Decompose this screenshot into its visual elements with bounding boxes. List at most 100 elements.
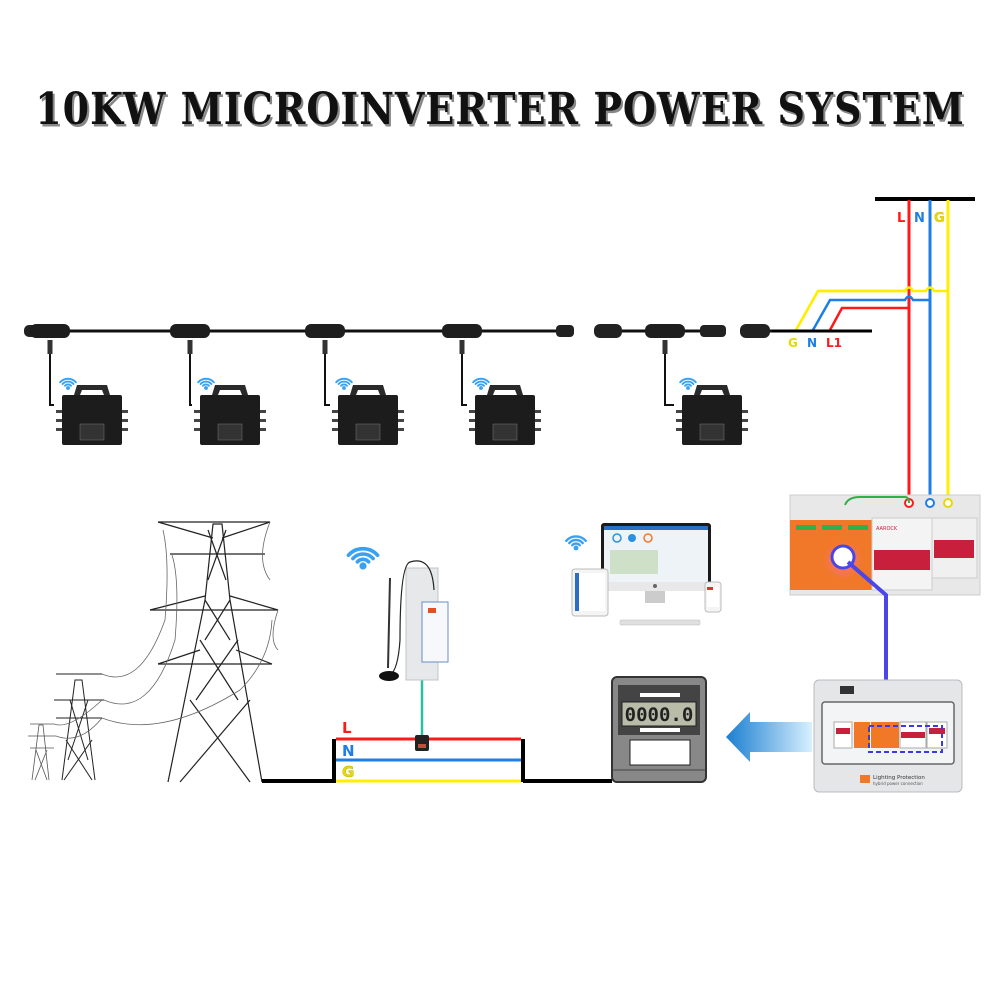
branch-t-connector-icon: [305, 324, 345, 338]
keyboard: [619, 619, 701, 626]
dc-input-port-icon: [194, 428, 200, 431]
dc-input-port-icon: [332, 419, 338, 422]
desktop-gauge-icon: [643, 533, 653, 543]
branch-breaker-toggle[interactable]: [934, 540, 974, 558]
small-pylon-icon: [28, 723, 56, 781]
dc-input-port-icon: [676, 410, 682, 413]
bus-label-L: L: [342, 719, 352, 737]
drop-connector-icon: [459, 340, 465, 354]
antenna-rod: [387, 577, 391, 669]
dc-input-port-icon: [194, 419, 200, 422]
dc-input-port-icon: [398, 419, 404, 422]
db-breaker-1: [833, 721, 853, 749]
db-label-line2: hybrid power connection: [873, 781, 923, 786]
desktop-app-header: [604, 526, 708, 530]
dc-input-port-icon: [469, 419, 475, 422]
db-breaker-2-toggle: [929, 728, 945, 734]
power-lines: [53, 521, 279, 739]
tablet-screen: [575, 573, 605, 611]
dc-input-port-icon: [469, 428, 475, 431]
meter-led-row: [640, 693, 680, 697]
trunk-connector-icon: [740, 324, 770, 338]
microinverter-1[interactable]: [30, 324, 128, 445]
microinverter-body: [338, 395, 398, 445]
drop-connector-icon: [662, 340, 668, 354]
microinverter-body: [475, 395, 535, 445]
microinverter-4[interactable]: [442, 324, 541, 445]
wifi-icon: [679, 377, 697, 390]
dc-input-port-icon: [398, 410, 404, 413]
dc-input-port-icon: [535, 410, 541, 413]
dc-input-port-icon: [469, 410, 475, 413]
microinverter-nameplate: [355, 423, 381, 441]
microinverter-body: [682, 395, 742, 445]
microinverter-nameplate: [699, 423, 725, 441]
desktop-gauge-icon: [612, 533, 622, 543]
barcode-icon: [840, 686, 854, 694]
branch-t-connector-icon: [645, 324, 685, 338]
trunk-connector-icon: [556, 325, 574, 337]
trunk-connector-icon: [700, 325, 726, 337]
wifi-icon: [335, 377, 353, 390]
branch-wire-L1: [828, 306, 909, 331]
terminal-N-icon: [925, 498, 935, 508]
dc-input-port-icon: [122, 410, 128, 413]
drop-cable: [324, 354, 330, 406]
db-breaker-1-toggle: [836, 728, 850, 734]
dc-input-port-icon: [260, 428, 266, 431]
tablet-sidebar: [575, 573, 579, 611]
microinverter-nameplate: [217, 423, 243, 441]
branch-G: [794, 289, 907, 331]
distribution-box: Lighting Protection hybrid power connect…: [813, 679, 963, 793]
drop-cable: [49, 354, 54, 406]
grid-label-N: N: [914, 211, 925, 226]
drop-connector-icon: [322, 340, 328, 354]
grid-label-G: G: [934, 211, 945, 226]
db-main-breaker-toggle: [901, 732, 925, 738]
branch-t-connector-icon: [170, 324, 210, 338]
drop-cable: [189, 354, 192, 406]
spd-indicator-icon: [848, 525, 868, 530]
grid-bus: L N G G N L1: [770, 197, 975, 500]
dc-input-port-icon: [56, 428, 62, 431]
microinverter-3[interactable]: [305, 324, 404, 445]
grid-feed-line: [262, 739, 336, 783]
dc-input-port-icon: [535, 428, 541, 431]
spd-indicator-icon: [796, 525, 816, 530]
apple-logo-icon: [653, 584, 657, 588]
breaker-panel: AAROCK: [789, 494, 981, 596]
dc-input-port-icon: [676, 419, 682, 422]
medium-pylon-icon: [54, 673, 104, 781]
microinverter-5[interactable]: [645, 324, 748, 445]
microinverter-handle: [74, 385, 110, 395]
db-spd-1: [854, 722, 870, 748]
transmission-towers: [28, 521, 334, 783]
bus-label-N: N: [342, 742, 355, 760]
branch-t-connector-icon: [442, 324, 482, 338]
spd-indicator-icon: [822, 525, 842, 530]
dc-input-port-icon: [122, 419, 128, 422]
site-bus: L N G: [262, 680, 612, 783]
meter-led-row: [640, 728, 680, 732]
db-label-line1: Lighting Protection: [873, 775, 925, 781]
antenna-base-icon: [379, 671, 399, 681]
wifi-icon: [472, 377, 490, 390]
dc-input-port-icon: [194, 410, 200, 413]
microinverter-handle: [694, 385, 730, 395]
diagram-title: 10KW MICROINVERTER POWER SYSTEM: [35, 82, 965, 135]
bus-label-G: G: [342, 763, 354, 781]
large-pylon-icon: [149, 521, 279, 783]
din-meter-logo-icon: [428, 608, 436, 613]
drop-connector-icon: [187, 340, 193, 354]
microinverter-nameplate: [79, 423, 105, 441]
branch-wire-N: [811, 295, 930, 331]
wifi-icon: [197, 377, 215, 390]
dc-input-port-icon: [742, 428, 748, 431]
drop-connector-icon: [47, 340, 53, 354]
trunk-label-L1: L1: [826, 336, 842, 350]
microinverter-body: [200, 395, 260, 445]
terminal-G-icon: [943, 498, 953, 508]
main-breaker-toggle[interactable]: [874, 550, 930, 570]
microinverter-2[interactable]: [170, 324, 266, 445]
wifi-icon: [59, 377, 77, 390]
